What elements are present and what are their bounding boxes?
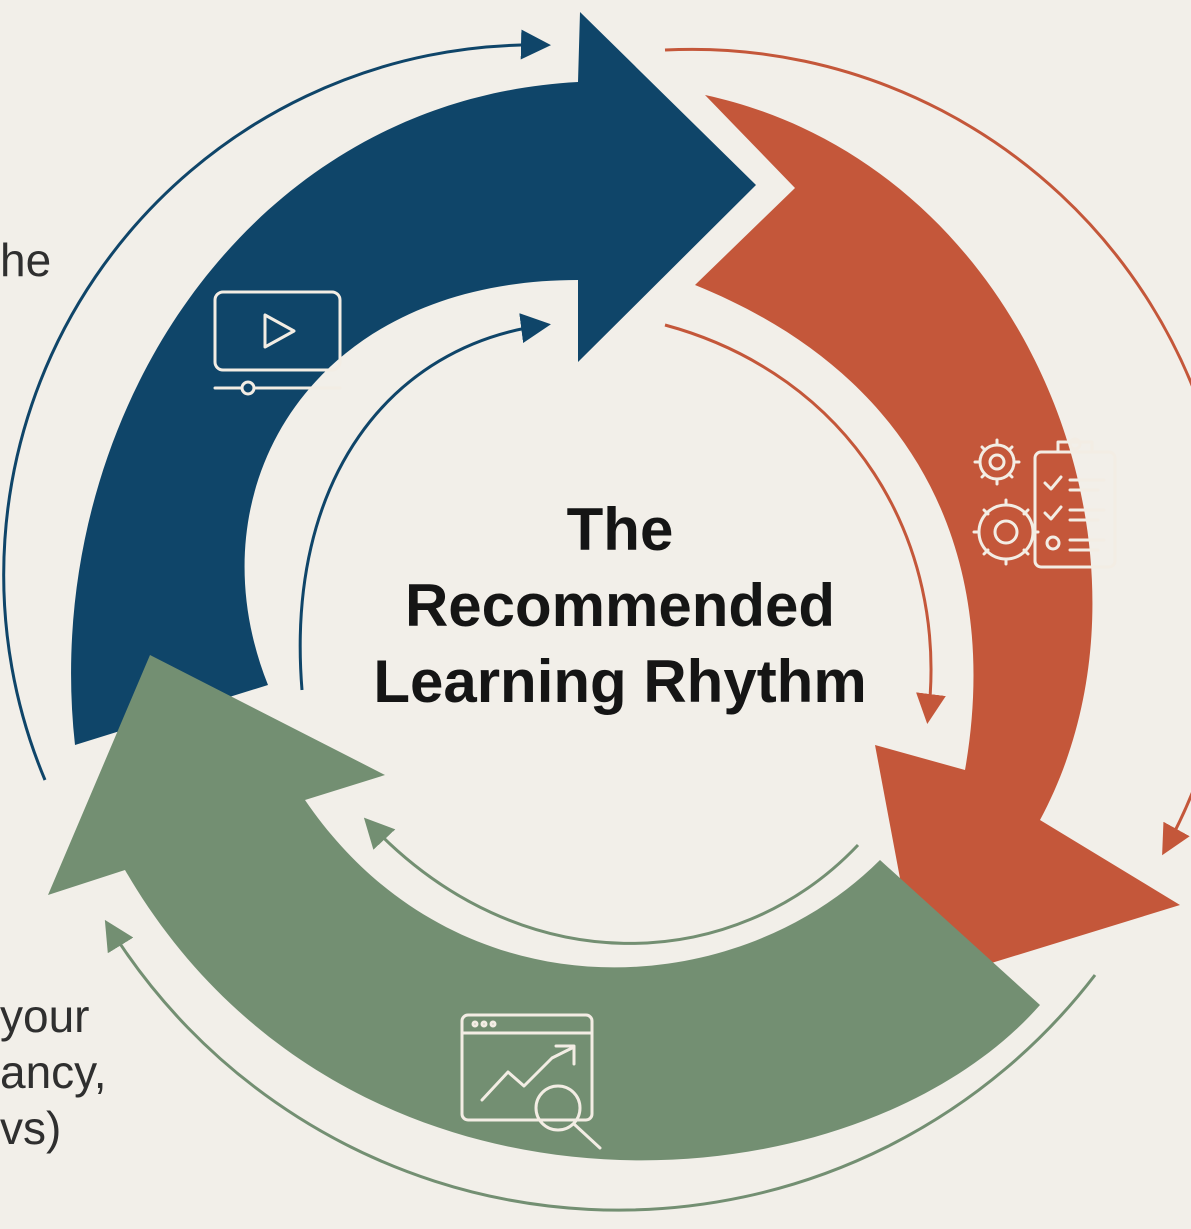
- outer-arrow-green: [104, 919, 1097, 1212]
- diagram-title: The Recommended Learning Rhythm: [305, 492, 935, 720]
- video-player-icon: [213, 290, 342, 396]
- left-text-fragment-bottom: your ancy, vs): [0, 988, 107, 1156]
- outer-arrow-orange: [664, 47, 1191, 856]
- blue-cycle-arrow: [71, 12, 756, 745]
- left-text-fragment-top: he: [0, 234, 52, 286]
- analytics-search-icon: [460, 1013, 602, 1150]
- inner-arrow-orange: [664, 323, 946, 724]
- inner-arrow-blue: [298, 313, 551, 691]
- left-text-line: ancy,: [0, 1046, 107, 1098]
- green-cycle-arrow: [48, 655, 1040, 1161]
- title-line: The: [566, 496, 674, 563]
- left-text-line: vs): [0, 1102, 62, 1154]
- title-line: Recommended: [404, 572, 836, 639]
- inner-arrow-green: [363, 817, 860, 945]
- title-line: Learning Rhythm: [373, 648, 867, 715]
- gears-checklist-icon: [972, 437, 1117, 569]
- left-text-line: your: [0, 990, 90, 1042]
- orange-cycle-arrow: [695, 95, 1180, 985]
- outer-arrow-blue: [2, 29, 551, 781]
